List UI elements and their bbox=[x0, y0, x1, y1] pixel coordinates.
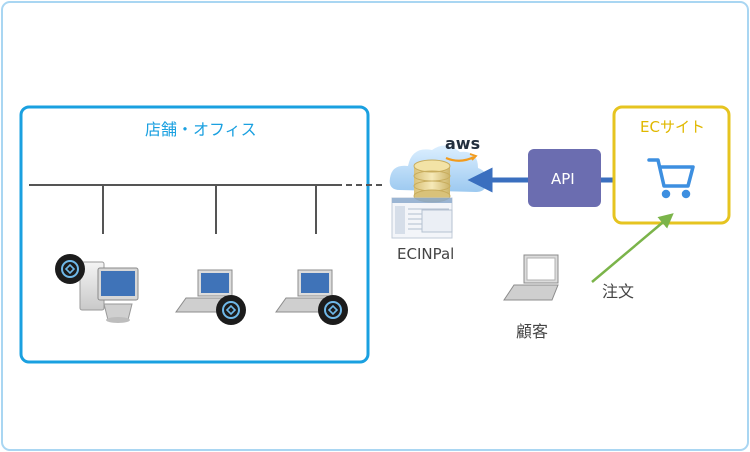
aws-logo: aws bbox=[445, 134, 481, 153]
desktop-pc-icon bbox=[79, 261, 139, 323]
aws-smile-icon bbox=[445, 156, 475, 162]
ecsite-label: ECサイト bbox=[640, 118, 705, 136]
laptop-icon bbox=[503, 254, 559, 301]
order-label: 注文 bbox=[602, 282, 635, 301]
order-arrow bbox=[591, 213, 674, 283]
api-label: API bbox=[551, 170, 575, 188]
ecinpal-label: ECINPal bbox=[397, 245, 455, 263]
network-line bbox=[29, 184, 384, 234]
app-screenshot-icon bbox=[391, 197, 453, 239]
store-office-label: 店舗・オフィス bbox=[145, 120, 257, 139]
api-box bbox=[528, 149, 601, 207]
ecinpal-badge-icon bbox=[216, 295, 246, 325]
store-office-box bbox=[19, 105, 370, 364]
ecinpal-badge-icon bbox=[318, 295, 348, 325]
aws-smile-arrow-icon bbox=[469, 153, 478, 161]
shopping-cart-icon bbox=[647, 158, 695, 199]
ecinpal-badge-icon bbox=[55, 254, 85, 284]
customer-label: 顧客 bbox=[516, 322, 549, 341]
laptop-icon bbox=[275, 269, 333, 313]
